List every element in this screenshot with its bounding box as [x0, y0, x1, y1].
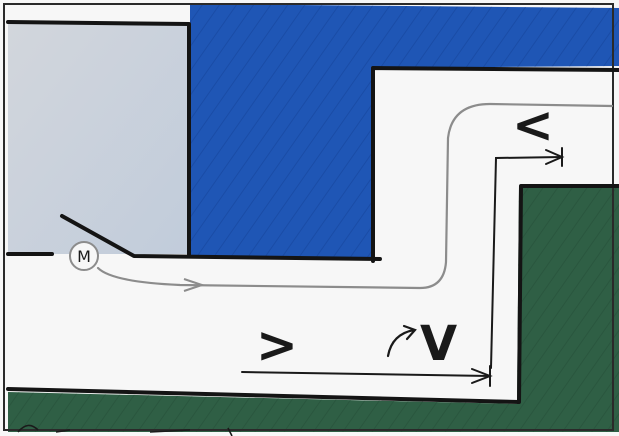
greater-than-symbol: > — [256, 316, 298, 374]
upward-arrow — [490, 147, 565, 369]
blue-notch-outline — [371, 66, 619, 263]
flow-path-arrowhead — [183, 278, 206, 292]
bottom-arrow — [241, 365, 493, 387]
curved-arrow-icon — [386, 324, 417, 358]
ink-outlines — [6, 20, 619, 404]
sketch-frame — [3, 3, 614, 431]
m-marker: M — [69, 241, 99, 271]
m-marker-label: M — [77, 247, 91, 266]
ramp-line — [60, 214, 382, 261]
grey-block — [8, 22, 189, 254]
less-than-symbol: < — [512, 96, 554, 154]
flow-path — [96, 102, 614, 290]
bottom-edge-scribble — [17, 424, 233, 436]
v-symbol: V — [420, 316, 457, 372]
grey-block-outline — [6, 20, 191, 258]
green-block — [8, 186, 619, 432]
blue-block — [190, 4, 619, 260]
green-block-outline — [6, 184, 619, 404]
